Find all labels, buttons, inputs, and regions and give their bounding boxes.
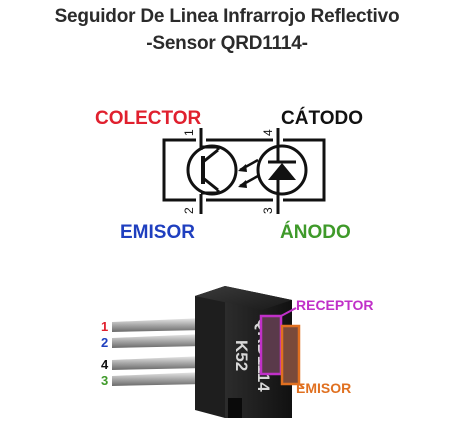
component-pin-label-1: 1 (101, 319, 108, 334)
component-emisor-label: EMISOR (296, 380, 351, 396)
component-pin-label-2: 2 (101, 335, 108, 350)
package-outline-left (162, 138, 196, 202)
receptor-label: RECEPTOR (296, 297, 374, 313)
pin-number-2: 2 (182, 207, 196, 214)
component-body-side (195, 286, 225, 418)
emitter-line (202, 176, 219, 192)
led-circle (256, 144, 308, 196)
component-pin-label-4: 4 (101, 357, 109, 372)
emitter-pointer (298, 383, 305, 389)
light-arrow-head-2 (238, 180, 247, 188)
component-pin-3 (112, 372, 205, 386)
collector-line (202, 148, 219, 164)
component-pin-label-3: 3 (101, 373, 108, 388)
component-pin-4 (112, 356, 205, 370)
diagram-title: Seguidor De Linea Infrarrojo Reflectivo (54, 6, 400, 27)
led-triangle (268, 163, 296, 180)
component-pin-2 (112, 334, 205, 348)
emisor-label: EMISOR (120, 222, 195, 243)
receptor-pointer (280, 307, 297, 317)
package-outline-right (283, 138, 326, 202)
component-body-top (195, 286, 292, 310)
pin-number-1: 1 (182, 129, 196, 136)
diagram-subtitle: -Sensor QRD1114- (146, 33, 308, 54)
component-notch (228, 398, 242, 418)
pin-number-4: 4 (261, 129, 275, 136)
component-pins (112, 318, 205, 386)
pin-number-3: 3 (261, 207, 275, 214)
anodo-label: ÁNODO (280, 222, 351, 243)
light-arrows (239, 158, 259, 188)
receptor-window (259, 314, 283, 376)
component-face-text-2: K52 (232, 340, 251, 371)
component-pin-1 (112, 318, 205, 332)
light-arrow-head-1 (238, 164, 247, 172)
colector-label: COLECTOR (95, 108, 202, 129)
schematic-symbol (162, 128, 326, 214)
emitter-window (280, 324, 301, 386)
catodo-label: CÁTODO (281, 108, 363, 129)
